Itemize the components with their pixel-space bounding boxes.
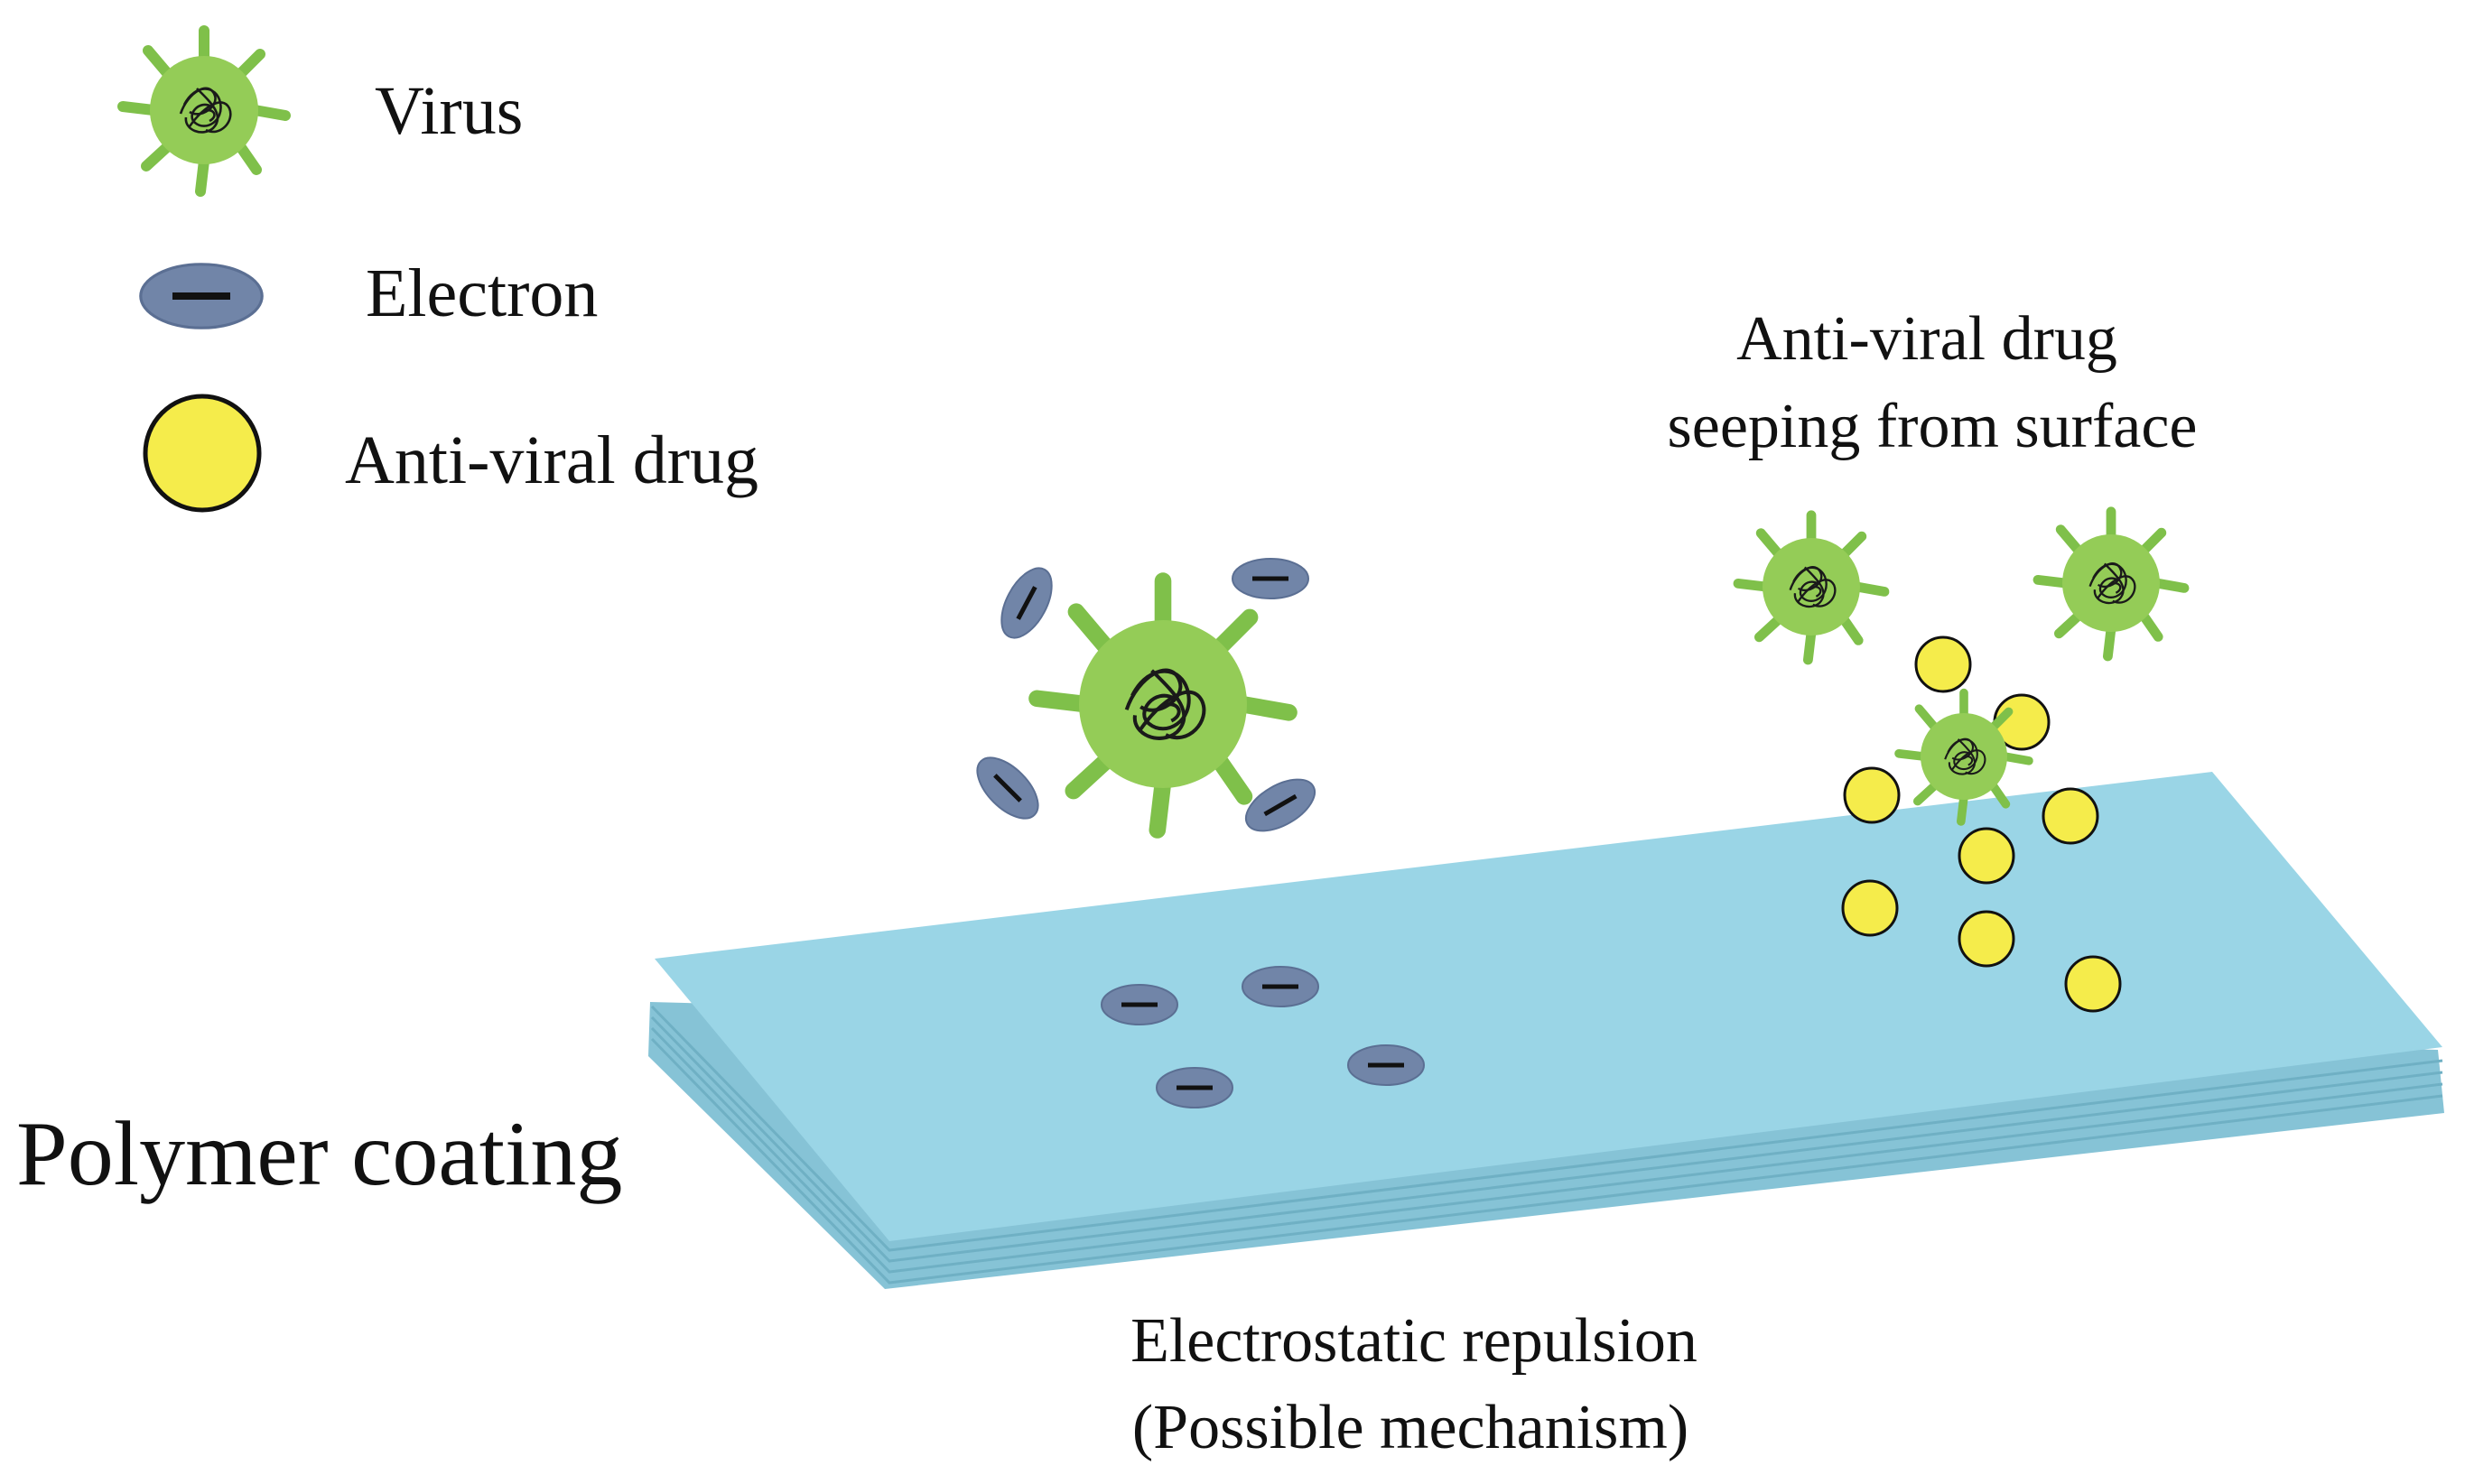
electron [1157,1068,1232,1108]
electron [1348,1045,1424,1085]
electron [991,561,1062,646]
virus-small [2038,512,2184,656]
electron [967,747,1049,830]
drug-particle [1914,635,1972,693]
electron [1232,559,1308,598]
drug-particle [2042,787,2099,845]
virus-large [1037,581,1289,830]
legend-virus-label: Virus [375,73,523,149]
electron [1242,967,1318,1006]
legend-electron-label: Electron [366,255,598,331]
polymer-coating-slab [648,772,2444,1289]
drug-seeping-group [1738,512,2184,1013]
electron [1238,769,1324,841]
drug-particle [1843,766,1901,824]
repelled-virus-group [967,559,1324,841]
drug-particle [2064,955,2122,1013]
drug-seeping-label-line2: seeping from surface [1668,392,2198,461]
drug-seeping-label-line1: Anti-viral drug [1736,304,2117,374]
drug-particle [1841,879,1899,937]
electron [1102,985,1177,1025]
drug-particle [1958,827,2015,885]
legend-electron-icon [141,264,262,328]
polymer-coating-label: Polymer coating [16,1103,622,1205]
virus-small [1899,693,2029,821]
coating-top-surface [655,772,2442,1241]
legend-virus-icon [123,31,285,191]
repulsion-label-line1: Electrostatic repulsion [1130,1306,1698,1376]
drug-particle [1958,910,2015,968]
virus-small [1738,515,1884,660]
repulsion-label-line2: (Possible mechanism) [1132,1393,1688,1462]
legend-drug-label: Anti-viral drug [345,422,758,498]
legend: Virus Electron Anti-viral drug [123,31,758,513]
legend-drug-icon [143,394,262,513]
